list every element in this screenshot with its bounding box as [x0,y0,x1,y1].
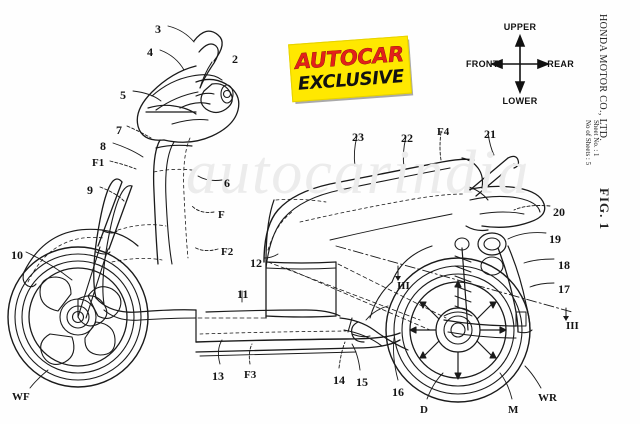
leader-lines [25,25,555,400]
sheets-total: No of Sheets : 5 [584,120,592,166]
grab-rail [469,155,520,197]
leg-shield [93,178,197,321]
rear-wheel [385,257,531,403]
hidden-frame-lines [197,261,447,331]
callout-f1: F1 [92,157,105,169]
callout-22: 22 [401,131,413,145]
compass-label-rear: REAR [547,59,574,69]
callout-21: 21 [484,127,496,141]
orientation-compass: UPPER LOWER FRONT REAR [466,22,574,106]
front-fork [22,181,139,319]
callout-23: 23 [352,130,364,144]
seat [263,157,489,269]
compass-arrows-icon [489,33,551,95]
callout-5: 5 [120,88,126,102]
callout-12: 12 [250,256,262,270]
badge-exclusive-text: EXCLUSIVE [297,66,405,95]
front-apron [152,137,193,265]
callout-4: 4 [147,45,153,59]
callout-iii: III [397,280,410,292]
compass-label-front: FRONT [466,59,499,69]
callout-wf: WF [12,391,30,403]
callout-6: 6 [224,176,230,190]
callout-8: 8 [100,139,106,153]
figure-label: FIG. 1 [597,188,612,231]
section-line-III [335,245,573,313]
callout-2: 2 [232,52,238,66]
compass-label-lower: LOWER [502,96,538,106]
callout-f3: F3 [244,369,257,381]
callout-16: 16 [392,385,404,399]
callout-10: 10 [11,248,23,262]
callout-19: 19 [549,232,561,246]
section-line-III-arrows [395,265,569,321]
callout-7: 7 [116,123,122,137]
callout-9: 9 [87,183,93,197]
callout-15: 15 [356,375,368,389]
callout-14: 14 [333,373,345,387]
badge-face: AUTOCAR EXCLUSIVE [288,35,413,103]
callout-11: 11 [237,287,249,301]
callout-3: 3 [155,22,161,36]
center-body [265,198,337,319]
callout-f: F [218,209,225,221]
handlebar-cowl [136,30,240,143]
callout-20: 20 [553,205,565,219]
rear-cowl [465,185,546,276]
sheet-number: Sheet No. : 1 [592,120,600,157]
callout-wr: WR [538,392,557,404]
callout-18: 18 [558,258,570,272]
callout-17: 17 [558,282,570,296]
callout-d: D [420,404,428,416]
callout-iii: III [566,320,579,332]
callout-f2: F2 [221,246,234,258]
callout-m: M [508,404,519,416]
compass-label-upper: UPPER [503,22,537,32]
autocar-exclusive-badge: AUTOCAR EXCLUSIVE [288,35,414,105]
rear-mudguard [351,245,433,343]
callout-f4: F4 [437,126,450,138]
callout-13: 13 [212,369,224,383]
